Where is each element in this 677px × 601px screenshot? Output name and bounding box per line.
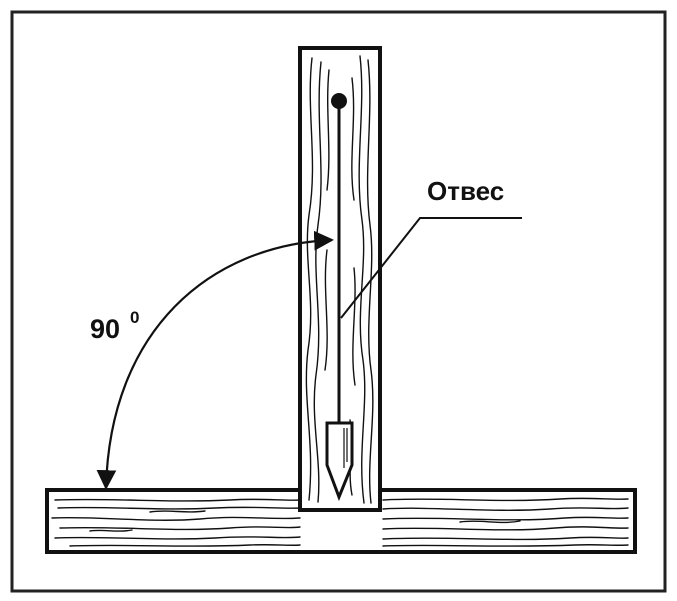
plumb-label-leader: [340, 217, 522, 319]
angle-value-label: 90: [90, 314, 120, 344]
angle-arc: [96, 230, 334, 490]
angle-unit-superscript: 0: [130, 308, 139, 327]
plumb-line-label: Отвес: [427, 176, 504, 206]
outer-frame: [10, 10, 667, 593]
